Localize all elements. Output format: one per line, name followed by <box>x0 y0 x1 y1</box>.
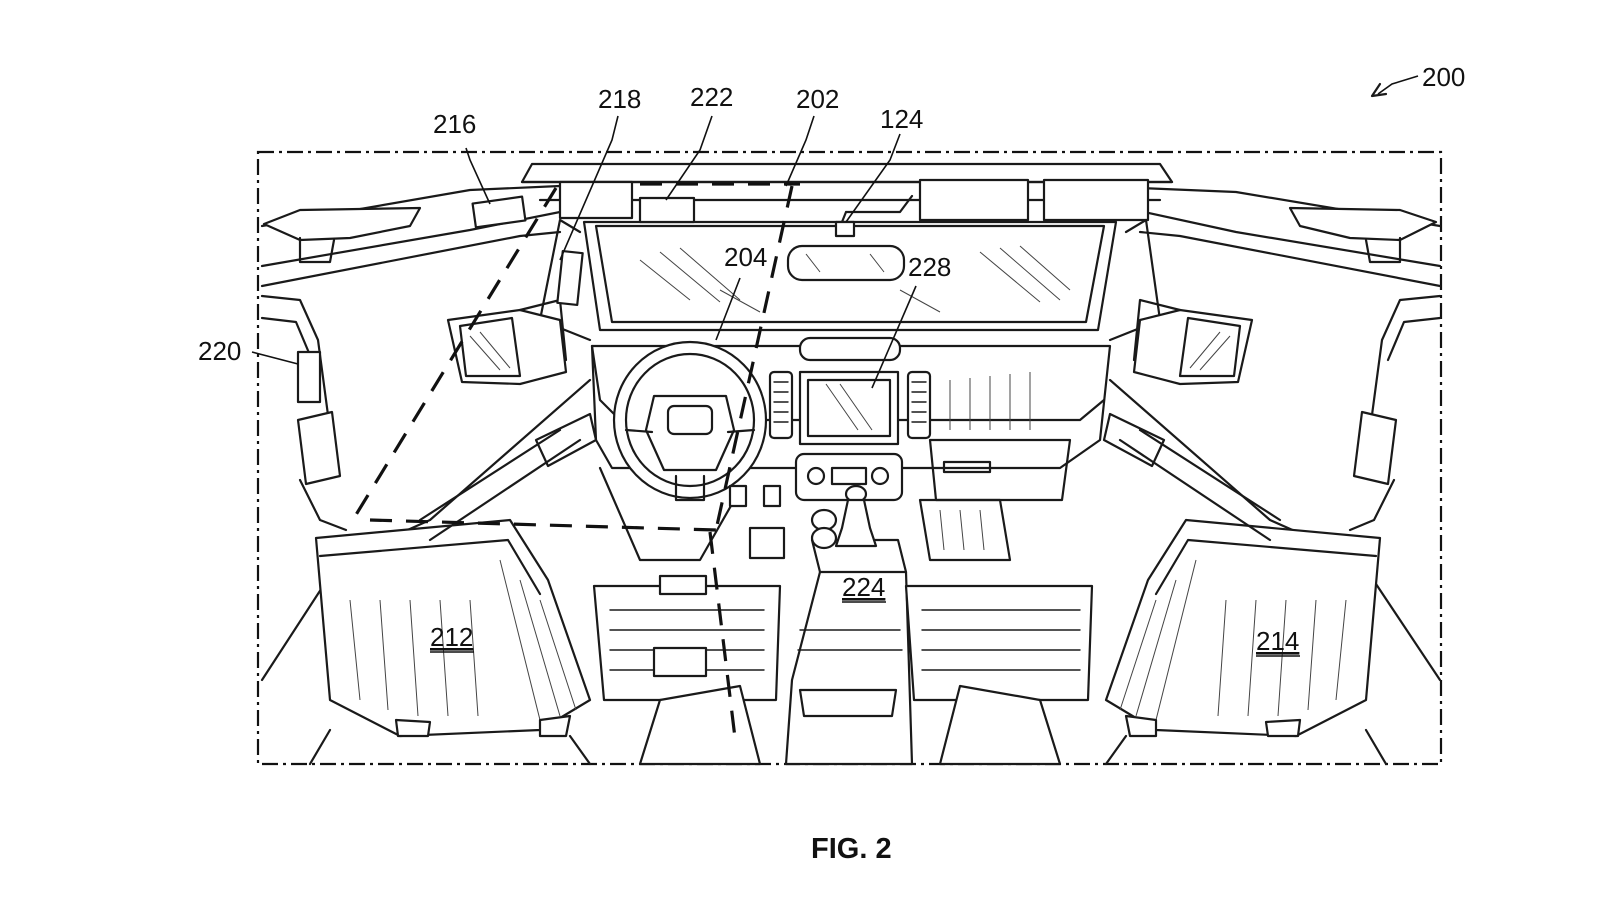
ref-202: 202 <box>796 84 839 114</box>
ref-200: 200 <box>1422 62 1465 92</box>
sensor-rear-box <box>654 648 706 676</box>
ref-228: 228 <box>908 252 951 282</box>
ref-222: 222 <box>690 82 733 112</box>
sensor-floor-box <box>660 576 706 594</box>
center-console <box>786 486 912 764</box>
ref-204: 204 <box>724 242 767 272</box>
sensor-222-box <box>640 198 694 222</box>
ref-220: 220 <box>198 336 241 366</box>
ref-216: 216 <box>433 109 476 139</box>
right-side-mirror <box>1134 300 1252 384</box>
ref-212: 212 <box>430 622 473 652</box>
figure-caption: FIG. 2 <box>811 833 892 865</box>
sensor-216-box <box>473 197 526 228</box>
ref-214: 214 <box>1256 626 1299 656</box>
steering-wheel <box>614 342 766 500</box>
ref-218: 218 <box>598 84 641 114</box>
ref-124: 124 <box>880 104 923 134</box>
rearview-mirror <box>788 196 912 280</box>
left-side-mirror <box>448 300 566 384</box>
ref-224: 224 <box>842 572 885 602</box>
sensor-220-box <box>298 352 320 402</box>
